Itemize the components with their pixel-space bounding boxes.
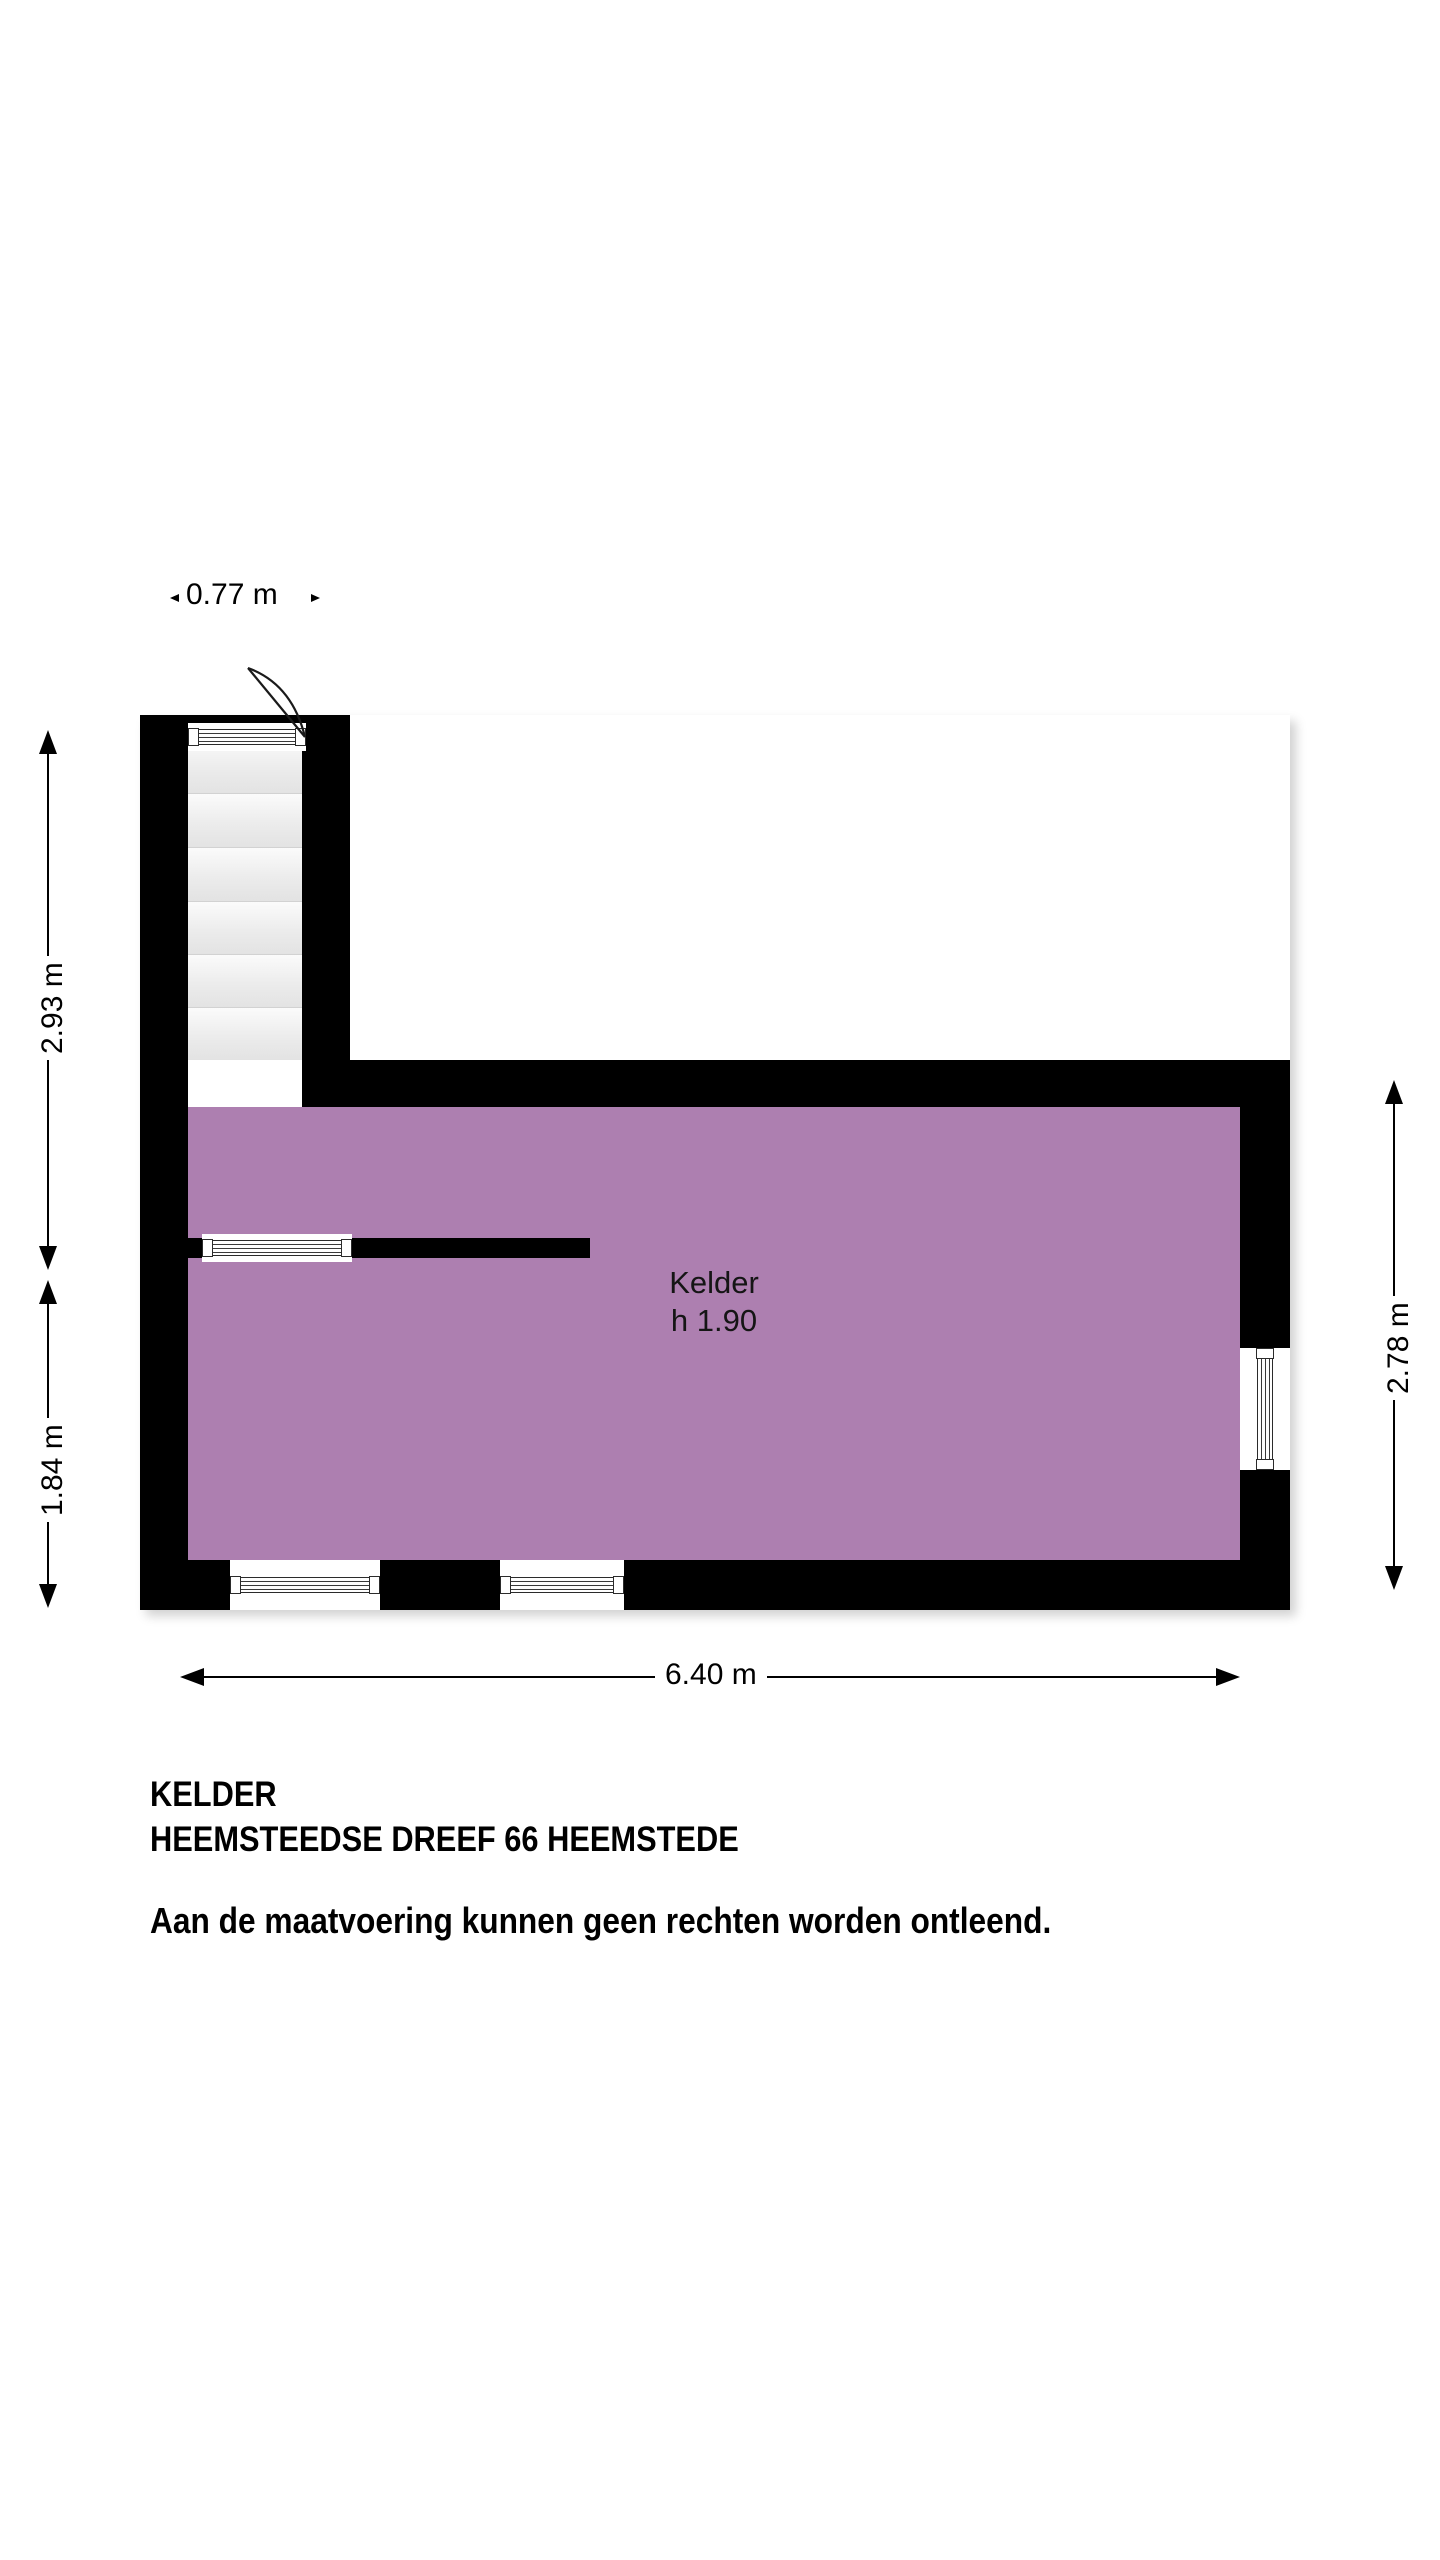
door-swing-icon <box>247 666 307 738</box>
window-jamb-left <box>202 1239 213 1257</box>
stair-tread <box>188 955 302 1008</box>
dimension-bottom-arrows <box>180 1668 1240 1686</box>
room-kelder-fill <box>188 1107 1240 1560</box>
stair-tread <box>188 794 302 848</box>
window-bottom-right <box>500 1560 624 1610</box>
stair-tread <box>188 902 302 955</box>
window-right-wall <box>1240 1348 1290 1470</box>
plan-disclaimer: Aan de maatvoering kunnen geen rechten w… <box>150 1900 1052 1941</box>
dimension-right-arrows <box>1385 1080 1403 1590</box>
window-jamb-left <box>500 1576 511 1594</box>
dimension-bottom-label: 6.40 m <box>655 1658 767 1692</box>
window-glass <box>239 1577 371 1593</box>
window-glass <box>509 1577 615 1593</box>
room-label-kelder: Kelder h 1.90 <box>604 1264 824 1340</box>
plan-address: HEEMSTEEDSE DREEF 66 HEEMSTEDE <box>150 1820 739 1859</box>
window-bottom-left <box>230 1560 380 1610</box>
wall-left-outer <box>140 715 188 1610</box>
door-jamb-right <box>295 728 306 746</box>
dimension-left-lower-arrows <box>39 1280 57 1608</box>
wall-top-main <box>302 1060 1290 1107</box>
dimension-top-label: 0.77 m <box>176 578 288 612</box>
stair-tread <box>188 848 302 902</box>
window-jamb-top <box>1256 1348 1274 1359</box>
window-glass <box>1257 1357 1273 1461</box>
dimension-left-upper-arrows <box>39 730 57 1270</box>
plan-title: KELDER <box>150 1775 277 1814</box>
wall-stairwell-right <box>302 715 350 1060</box>
wall-right-outer <box>1240 1060 1290 1610</box>
window-jamb-right <box>341 1239 352 1257</box>
dimension-top-ticks <box>170 594 320 602</box>
door-jamb-left <box>188 728 199 746</box>
stair-tread <box>188 1008 302 1060</box>
window-glass <box>211 1240 343 1256</box>
staircase <box>188 738 302 1060</box>
dimension-right-label: 2.78 m <box>1382 1296 1416 1400</box>
dimension-left-upper-label: 2.93 m <box>36 956 70 1060</box>
window-interior-partition <box>202 1234 352 1262</box>
window-jamb-left <box>230 1576 241 1594</box>
window-jamb-right <box>369 1576 380 1594</box>
dimension-left-lower-label: 1.84 m <box>36 1418 70 1522</box>
window-jamb-bottom <box>1256 1459 1274 1470</box>
room-name: Kelder <box>669 1265 759 1300</box>
room-height: h 1.90 <box>670 1303 758 1338</box>
window-jamb-right <box>613 1576 624 1594</box>
door-opening-stairwell <box>188 723 306 751</box>
